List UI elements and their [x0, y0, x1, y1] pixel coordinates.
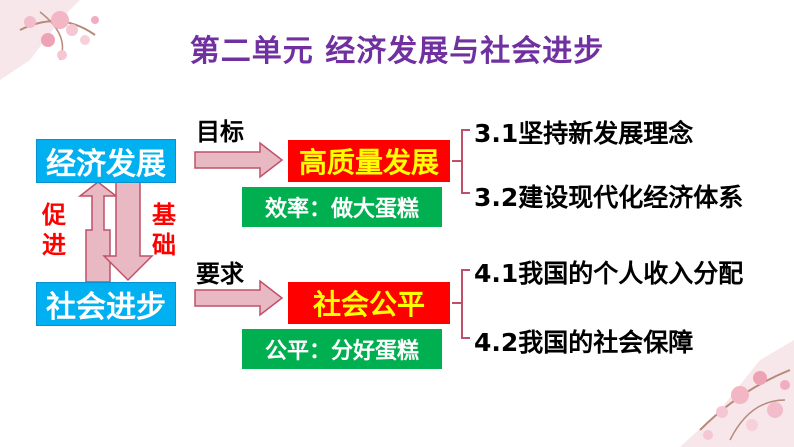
lower-bracket [452, 269, 470, 339]
foundation-label: 基础 [152, 201, 176, 259]
economic-development-box: 经济发展 [36, 139, 176, 183]
promote-label: 促进 [42, 201, 66, 259]
item-4-2: 4.2我国的社会保障 [474, 328, 694, 357]
item-3-1: 3.1坚持新发展理念 [474, 119, 694, 148]
down-arrow-icon [102, 181, 154, 282]
fairness-box: 公平：分好蛋糕 [242, 329, 442, 369]
arrow-to-fairness-icon [194, 279, 284, 317]
goal-label: 目标 [196, 118, 244, 146]
top-left-flower-icon [0, 0, 99, 80]
high-quality-development-box: 高质量发展 [288, 140, 450, 182]
up-arrow-icon [77, 181, 119, 283]
bottom-right-flower-icon [680, 340, 794, 447]
item-3-2: 3.2建设现代化经济体系 [474, 183, 744, 212]
upper-bracket [452, 129, 470, 194]
efficiency-box: 效率：做大蛋糕 [242, 187, 442, 227]
requirement-label: 要求 [196, 260, 244, 288]
item-4-1: 4.1我国的个人收入分配 [474, 259, 744, 288]
arrow-to-high-quality-icon [194, 141, 284, 179]
social-progress-box: 社会进步 [36, 282, 176, 326]
social-fairness-box: 社会公平 [288, 282, 450, 324]
page-title: 第二单元 经济发展与社会进步 [189, 34, 605, 69]
